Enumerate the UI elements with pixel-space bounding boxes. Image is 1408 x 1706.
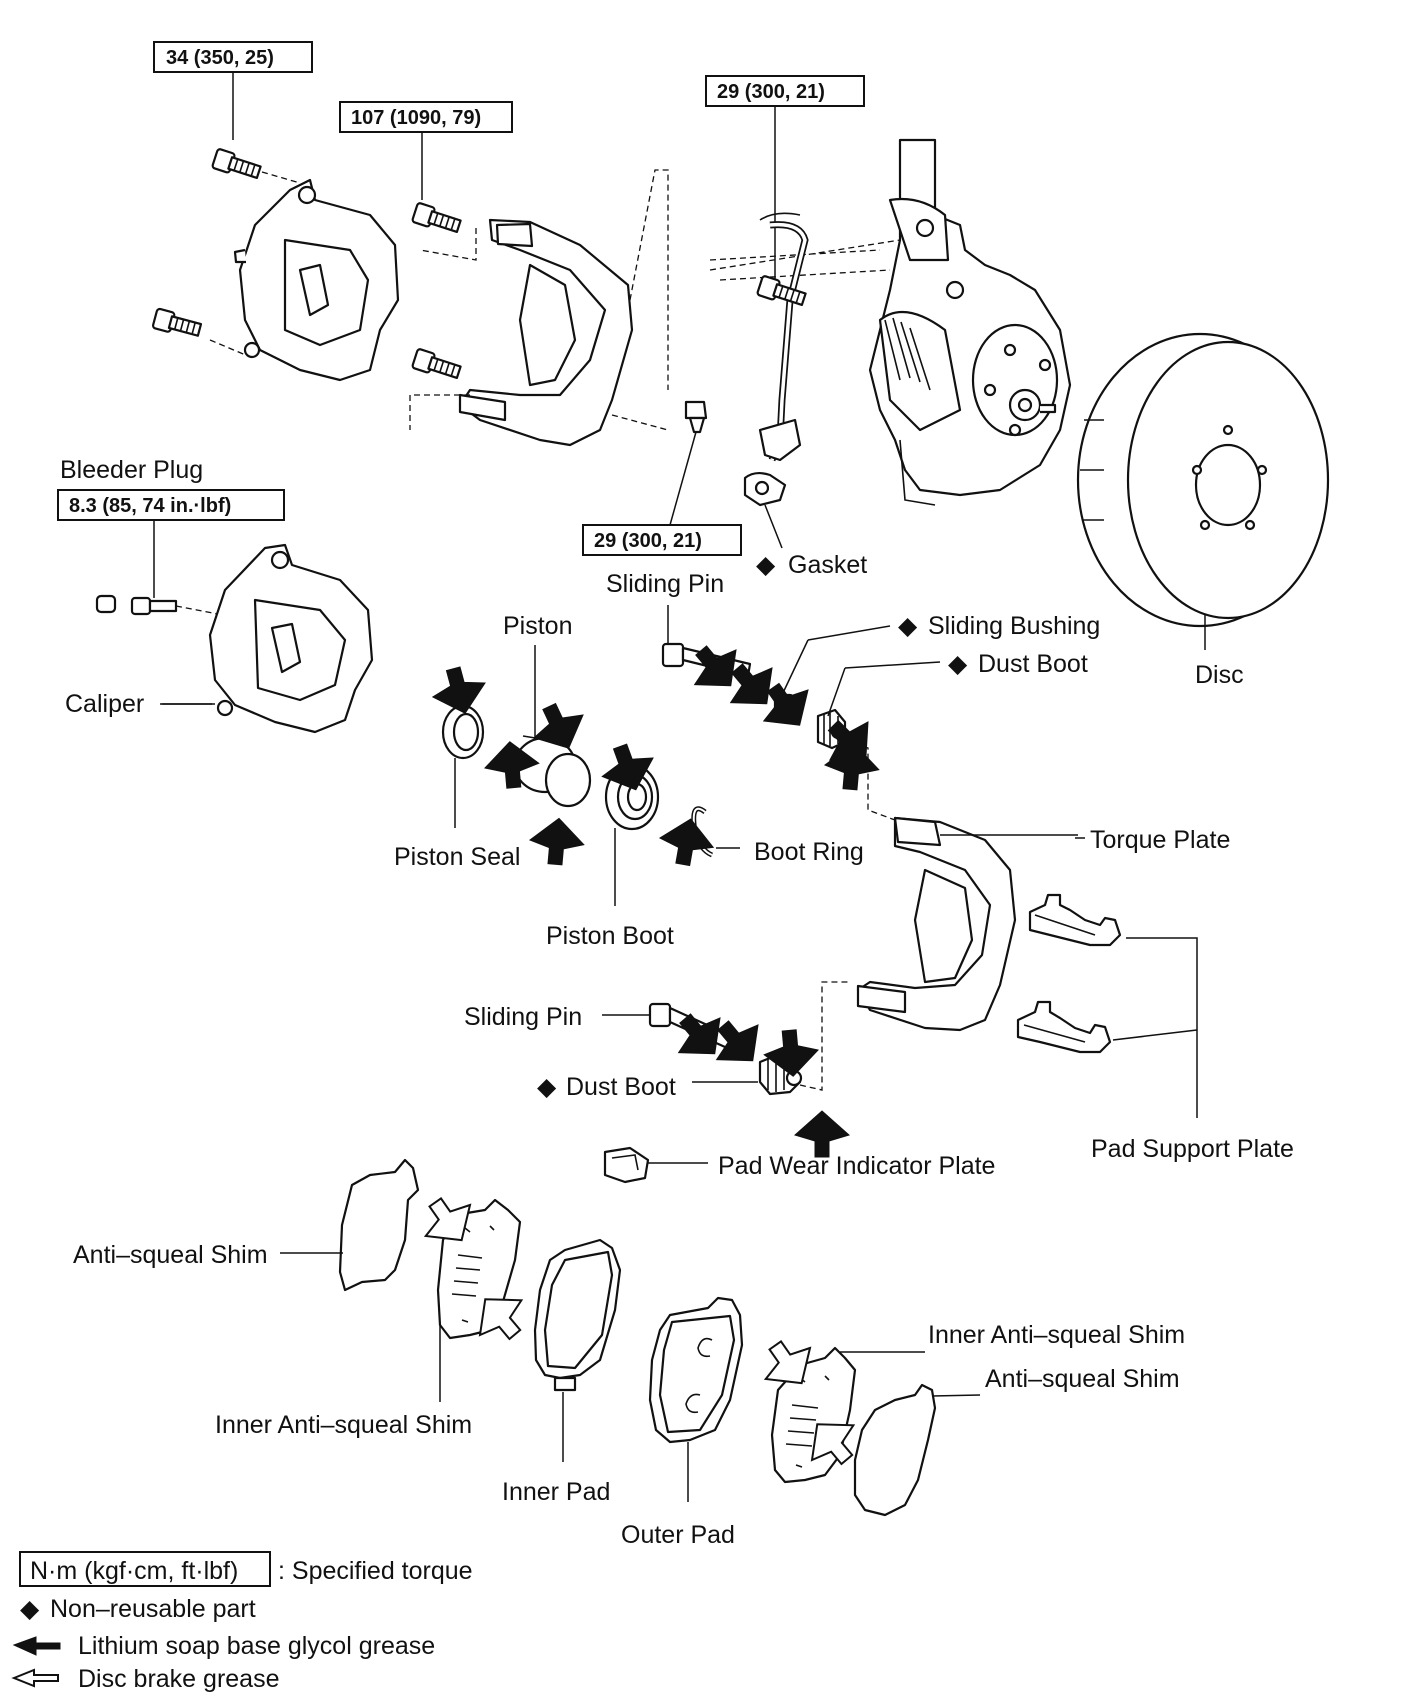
label-inner-pad: Inner Pad	[502, 1478, 610, 1506]
label-piston: Piston	[503, 612, 572, 640]
gasket-part	[743, 471, 787, 507]
legend-lithium-grease: Lithium soap base glycol grease	[78, 1632, 435, 1660]
torque-plate-bolt-upper	[410, 201, 463, 237]
caliper-bolt-upper	[210, 147, 263, 183]
label-sliding-bushing: Sliding Bushing	[928, 612, 1100, 640]
label-gasket: Gasket	[788, 551, 867, 579]
pad-wear-indicator-part	[603, 1146, 708, 1184]
label-dust-boot-lower: Dust Boot	[566, 1073, 676, 1101]
torque-spec: 29 (300, 21)	[717, 81, 825, 103]
pad-support-plate-upper	[1028, 893, 1122, 947]
legend-torque-desc: : Specified torque	[278, 1557, 473, 1585]
grease-arrow-icon	[794, 1110, 850, 1158]
label-pad-support-plate: Pad Support Plate	[1091, 1135, 1294, 1163]
torque-box-caliper-bolt: 34 (350, 25)	[153, 41, 313, 140]
label-inner-anti-squeal-shim-left: Inner Anti–squeal Shim	[215, 1411, 472, 1439]
legend-non-reusable: Non–reusable part	[50, 1595, 256, 1623]
label-dust-boot-upper: Dust Boot	[978, 650, 1088, 678]
solid-arrow-icon	[12, 1636, 61, 1656]
non-reusable-icon: ◆	[756, 551, 776, 579]
label-torque-plate: Torque Plate	[1090, 826, 1230, 854]
torque-spec: 8.3 (85, 74 in.·lbf)	[69, 495, 231, 517]
label-disc: Disc	[1195, 661, 1244, 689]
torque-spec: 34 (350, 25)	[166, 47, 274, 69]
hose-bracket-bolt	[755, 274, 808, 310]
label-sliding-pin-lower: Sliding Pin	[464, 1003, 582, 1031]
label-outer-pad: Outer Pad	[621, 1521, 735, 1549]
label-boot-ring: Boot Ring	[754, 838, 864, 866]
label-inner-anti-squeal-shim-right: Inner Anti–squeal Shim	[928, 1321, 1185, 1349]
torque-box-union-bolt: 29 (300, 21)	[582, 431, 742, 556]
torque-box-torque-plate-bolt: 107 (1090, 79)	[339, 101, 513, 200]
anti-squeal-shim-left-part	[280, 1158, 420, 1292]
label-caliper: Caliper	[65, 690, 144, 718]
torque-plate-bolt-lower	[410, 347, 463, 383]
grease-arrow-icon	[527, 815, 587, 868]
caliper-lower	[208, 543, 374, 734]
label-sliding-pin-upper: Sliding Pin	[606, 570, 724, 598]
flex-hose	[758, 212, 809, 462]
torque-box-hose-bolt: 29 (300, 21)	[705, 75, 865, 280]
legend-torque-unit: N·m (kgf·cm, ft·lbf)	[30, 1557, 238, 1585]
pad-support-plate-lower	[1016, 1000, 1112, 1054]
label-pad-wear-indicator-plate: Pad Wear Indicator Plate	[718, 1152, 995, 1180]
label-piston-seal: Piston Seal	[394, 843, 520, 871]
piston-seal-part	[441, 704, 485, 828]
torque-spec: 107 (1090, 79)	[351, 107, 481, 129]
open-arrow-icon	[11, 1668, 59, 1688]
bleeder-cap	[95, 594, 117, 614]
anti-squeal-shim-right-part	[853, 1383, 981, 1517]
union-bolt	[684, 400, 708, 434]
sliding-pin-lower-part	[602, 1002, 742, 1054]
bleeder-plug-part	[130, 596, 178, 616]
label-anti-squeal-shim-left: Anti–squeal Shim	[73, 1241, 268, 1269]
legend-torque-box	[19, 1551, 271, 1587]
label-anti-squeal-shim-right: Anti–squeal Shim	[985, 1365, 1180, 1393]
label-bleeder-plug: Bleeder Plug	[60, 456, 203, 484]
non-reusable-icon: ◆	[537, 1073, 557, 1101]
grease-arrow-icon	[655, 813, 718, 870]
caliper-bolt-lower	[151, 307, 204, 341]
steering-knuckle	[868, 138, 1072, 506]
legend-disc-grease: Disc brake grease	[78, 1665, 279, 1693]
inner-pad-part	[533, 1238, 622, 1462]
legend: N·m (kgf·cm, ft·lbf) : Specified torque …	[11, 1551, 473, 1693]
caliper-upper	[233, 178, 400, 382]
non-reusable-icon: ◆	[948, 650, 968, 678]
torque-box-bleeder: 8.3 (85, 74 in.·lbf)	[57, 489, 285, 598]
torque-plate-lower	[856, 816, 1078, 1032]
non-reusable-icon: ◆	[898, 612, 918, 640]
non-reusable-icon: ◆	[20, 1595, 40, 1623]
disc-rotor	[1076, 332, 1330, 650]
torque-plate-upper	[458, 218, 634, 447]
torque-spec: 29 (300, 21)	[594, 530, 702, 552]
outer-pad-part	[648, 1296, 744, 1502]
label-piston-boot: Piston Boot	[546, 922, 674, 950]
